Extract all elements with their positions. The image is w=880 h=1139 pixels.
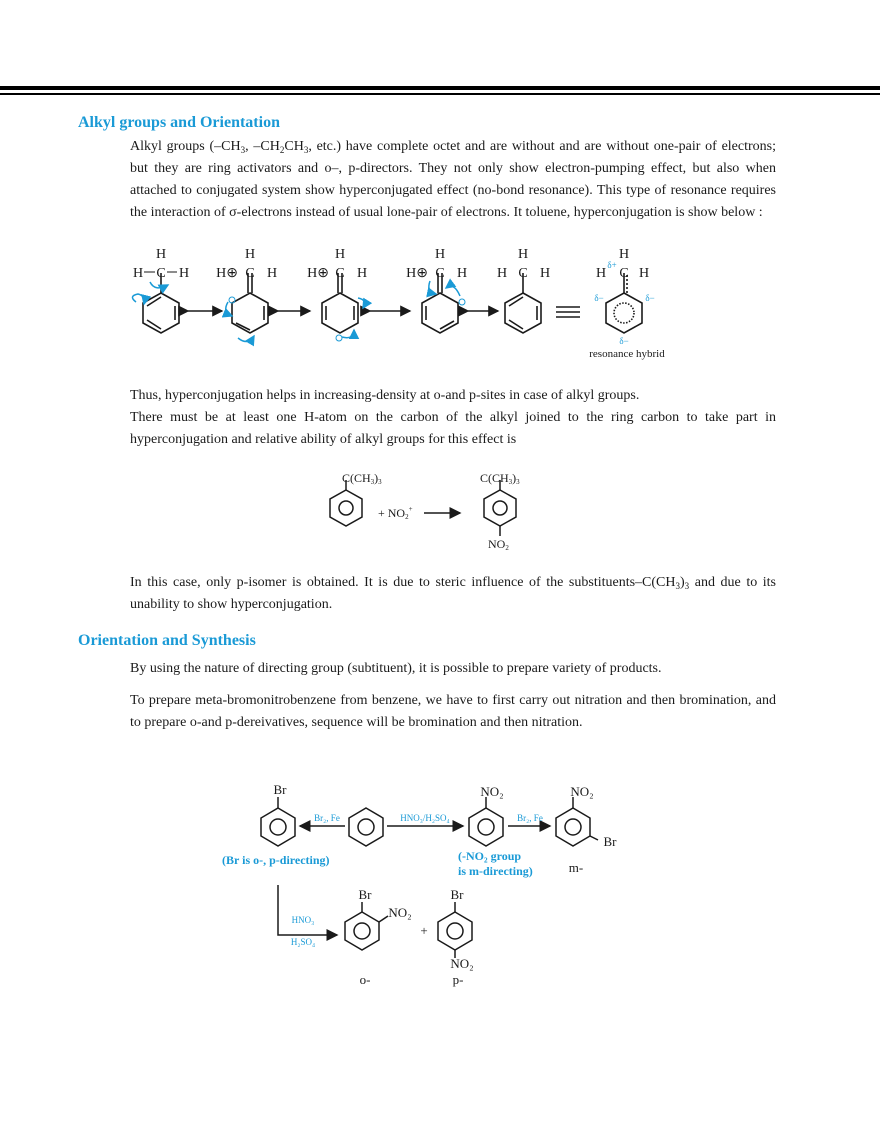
svg-text:H: H	[639, 266, 649, 281]
svg-text:H: H	[497, 266, 507, 281]
svg-text:NO₂: NO₂	[450, 956, 473, 971]
svg-text:C: C	[518, 266, 527, 281]
svg-text:C(CH3)3: C(CH3)3	[342, 471, 382, 486]
svg-text:H: H	[156, 247, 166, 262]
svg-text:C: C	[156, 266, 165, 281]
svg-text:NO2: NO2	[488, 537, 509, 552]
svg-text:NO₂: NO₂	[388, 905, 411, 920]
svg-text:NO₂: NO₂	[480, 784, 503, 799]
svg-text:(-NO₂ group: (-NO₂ group	[458, 849, 521, 863]
svg-text:Br: Br	[359, 887, 373, 902]
svg-text:+ NO2+: + NO2+	[378, 505, 413, 521]
section-heading-synthesis: Orientation and Synthesis	[78, 632, 256, 649]
svg-text:HNO₃: HNO₃	[292, 915, 315, 925]
svg-text:H: H	[179, 266, 189, 281]
svg-text:HNO₃/H₂SO₄: HNO₃/H₂SO₄	[400, 813, 449, 823]
svg-text:C: C	[245, 266, 254, 281]
section-heading-alkyl: Alkyl groups and Orientation	[78, 114, 280, 131]
svg-text:H: H	[457, 266, 467, 281]
svg-text:H: H	[596, 266, 606, 281]
svg-text:Br₂, Fe: Br₂, Fe	[314, 813, 340, 823]
paragraph-h-atom-requirement: There must be at least one H-atom on the…	[130, 410, 776, 447]
paragraph-hyperconjugation-density: Thus, hyperconjugation helps in increasi…	[130, 388, 640, 403]
svg-text:δ−: δ−	[645, 293, 654, 303]
svg-text:H: H	[518, 247, 528, 262]
svg-text:p-: p-	[453, 972, 464, 987]
header-rule-thick	[0, 86, 880, 90]
svg-text:H⊕: H⊕	[307, 266, 329, 281]
svg-text:Br₂, Fe: Br₂, Fe	[517, 813, 543, 823]
svg-text:C: C	[435, 266, 444, 281]
svg-text:o-: o-	[360, 972, 371, 987]
svg-text:H: H	[357, 266, 367, 281]
svg-text:Br: Br	[274, 782, 288, 797]
paragraph-p-isomer: In this case, only p-isomer is obtained.…	[130, 575, 777, 612]
svg-text:H: H	[335, 247, 345, 262]
svg-text:NO₂: NO₂	[570, 784, 593, 799]
svg-text:(Br is o-, p-directing): (Br is o-, p-directing)	[222, 853, 330, 867]
header-rule-thin	[0, 93, 880, 95]
svg-text:H: H	[133, 266, 143, 281]
svg-text:H₂SO₄: H₂SO₄	[291, 937, 315, 947]
svg-text:H: H	[245, 247, 255, 262]
svg-text:C: C	[335, 266, 344, 281]
svg-text:Br: Br	[604, 834, 618, 849]
svg-text:C(CH3)3: C(CH3)3	[480, 471, 520, 486]
svg-text:Br: Br	[451, 887, 465, 902]
svg-text:is m-directing): is m-directing)	[458, 864, 533, 878]
svg-text:H: H	[267, 266, 277, 281]
paragraph-alkyl-intro: Alkyl groups (–CH3, –CH2CH3, etc.) have …	[130, 139, 776, 220]
svg-text:C: C	[619, 266, 628, 281]
svg-text:m-: m-	[569, 860, 583, 875]
svg-text:δ−: δ−	[594, 293, 603, 303]
paragraph-directing-group: By using the nature of directing group (…	[130, 661, 662, 676]
svg-text:+: +	[420, 923, 427, 938]
resonance-hybrid-caption: resonance hybrid	[589, 348, 665, 360]
svg-text:H: H	[540, 266, 550, 281]
svg-text:H⊕: H⊕	[216, 266, 238, 281]
paragraph-meta-bromonitrobenzene: To prepare meta-bromonitrobenzene from b…	[130, 693, 776, 730]
svg-text:δ+: δ+	[607, 260, 616, 270]
svg-text:δ−: δ−	[619, 336, 628, 346]
svg-text:H⊕: H⊕	[406, 266, 428, 281]
svg-text:H: H	[619, 247, 629, 262]
svg-text:H: H	[435, 247, 445, 262]
